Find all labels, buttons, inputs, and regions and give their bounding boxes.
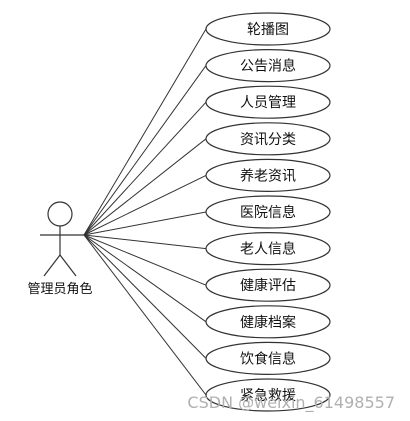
use-case-ellipse bbox=[205, 122, 331, 156]
association-line bbox=[83, 28, 207, 236]
use-case-label: 饮食信息 bbox=[240, 350, 296, 367]
use-case: 老人信息 bbox=[205, 232, 331, 266]
use-case: 资讯分类 bbox=[205, 122, 331, 156]
use-case-ellipse bbox=[205, 85, 331, 119]
use-case-ellipse bbox=[205, 158, 331, 192]
association-line bbox=[83, 234, 207, 396]
actor-head bbox=[47, 201, 73, 227]
actor-right-leg bbox=[59, 254, 77, 277]
use-case-label: 健康档案 bbox=[240, 314, 296, 331]
use-case-ellipse bbox=[205, 12, 331, 46]
use-case: 养老资讯 bbox=[205, 158, 331, 192]
use-case-ellipse bbox=[205, 341, 331, 375]
use-case: 紧急救援 bbox=[205, 378, 331, 412]
use-case: 人员管理 bbox=[205, 85, 331, 119]
actor-left-leg bbox=[43, 254, 61, 277]
use-case-ellipse bbox=[205, 48, 331, 83]
watermark-text: CSDN @weixin_61498557 bbox=[187, 393, 395, 413]
association-line bbox=[83, 138, 207, 236]
use-case: 健康档案 bbox=[205, 305, 331, 339]
use-case-label: 健康评估 bbox=[240, 277, 296, 294]
use-case: 轮播图 bbox=[205, 12, 331, 46]
association-line bbox=[83, 101, 207, 236]
use-case-label: 老人信息 bbox=[240, 241, 296, 258]
association-line bbox=[83, 234, 207, 359]
use-case: 公告消息 bbox=[205, 48, 331, 83]
use-case: 饮食信息 bbox=[205, 341, 331, 375]
use-case-ellipse bbox=[205, 378, 331, 412]
use-case-label: 医院信息 bbox=[240, 204, 296, 221]
use-case-ellipse bbox=[205, 268, 331, 302]
use-case: 健康评估 bbox=[205, 268, 331, 302]
association-line bbox=[83, 174, 207, 236]
use-case-label: 养老资讯 bbox=[240, 168, 296, 184]
use-case-ellipse bbox=[205, 195, 331, 229]
actor-label: 管理员角色 bbox=[27, 281, 92, 297]
use-case-label: 轮播图 bbox=[247, 22, 289, 38]
use-case-label: 人员管理 bbox=[240, 95, 296, 111]
association-line bbox=[83, 234, 207, 323]
association-line bbox=[83, 234, 207, 286]
association-lines bbox=[83, 28, 207, 396]
use-case: 医院信息 bbox=[205, 195, 331, 229]
use-case-list: 轮播图公告消息人员管理资讯分类养老资讯医院信息老人信息健康评估健康档案饮食信息紧… bbox=[205, 12, 331, 412]
association-line bbox=[83, 65, 207, 236]
use-case-ellipse bbox=[205, 305, 331, 339]
association-line bbox=[83, 211, 207, 236]
actor-figure: 管理员角色 bbox=[27, 201, 93, 297]
association-line bbox=[83, 234, 207, 250]
use-case-label: 紧急救援 bbox=[240, 388, 296, 404]
use-case-ellipse bbox=[205, 232, 331, 266]
use-case-label: 公告消息 bbox=[240, 58, 296, 75]
use-case-label: 资讯分类 bbox=[240, 132, 296, 148]
